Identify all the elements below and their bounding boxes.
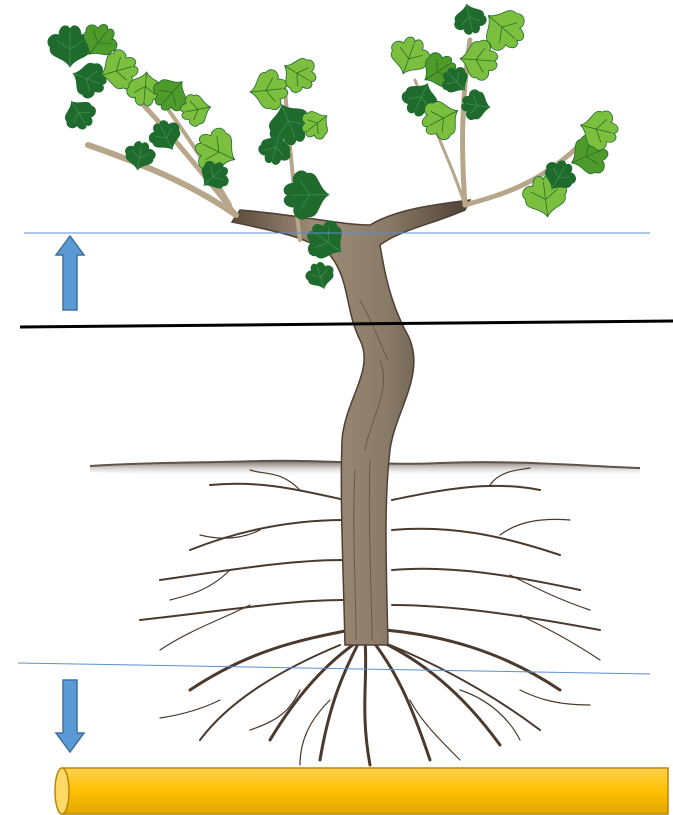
grape-leaf <box>303 259 338 292</box>
down-arrow-icon <box>56 680 84 752</box>
grape-leaf <box>284 170 330 219</box>
lower-reference-line <box>18 663 650 674</box>
ground-level-line <box>20 321 673 327</box>
drain-pipe <box>55 768 668 814</box>
grape-leaf <box>451 1 489 37</box>
vine-leaves <box>48 0 622 293</box>
up-arrow-icon <box>56 236 84 310</box>
grape-leaf <box>58 93 101 135</box>
pipe-end <box>55 768 69 814</box>
vine-trunk <box>232 200 470 645</box>
